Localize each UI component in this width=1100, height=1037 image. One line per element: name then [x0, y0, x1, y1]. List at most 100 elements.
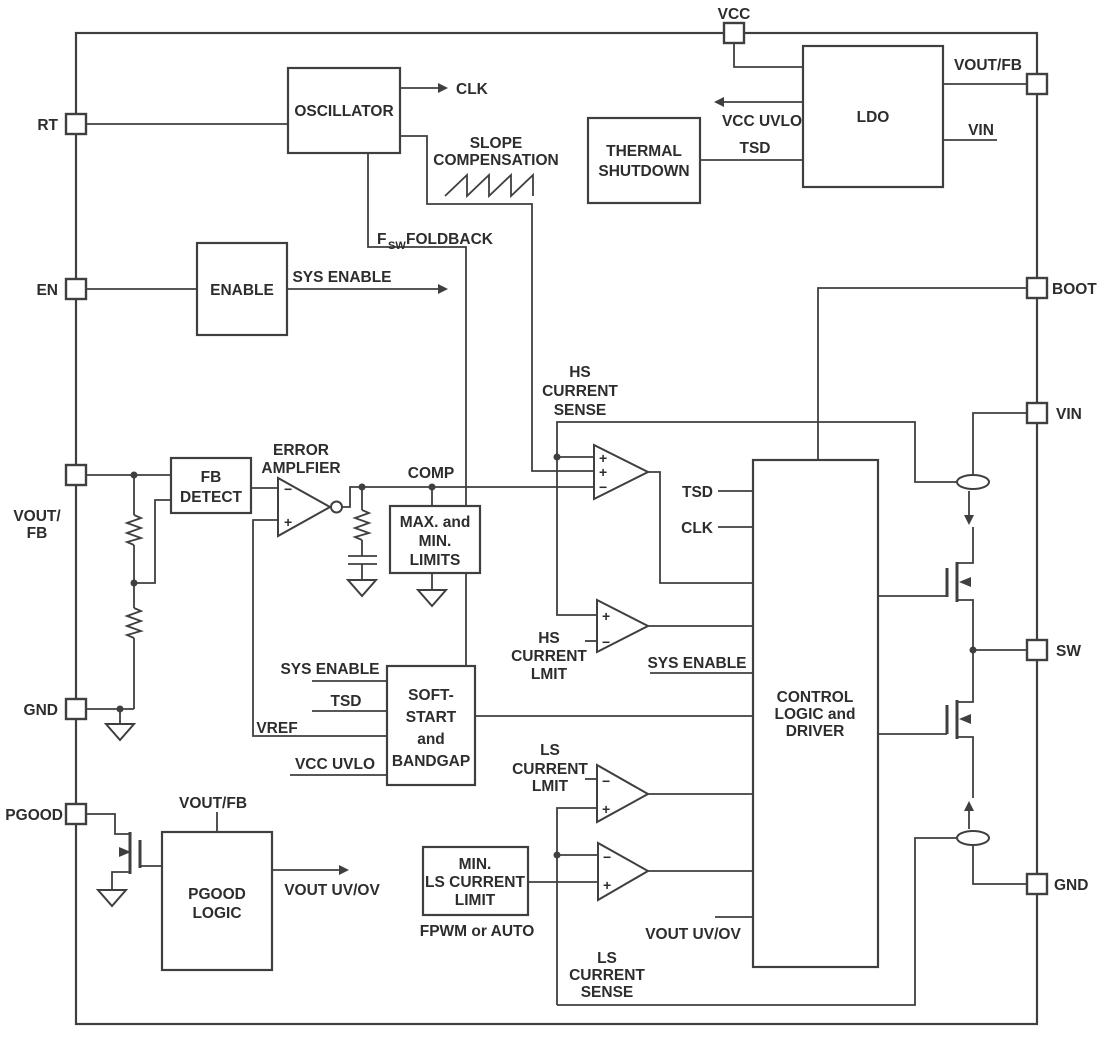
hs-current-sense-label: HS: [569, 364, 591, 381]
hs-current-limit-label: HS: [538, 630, 560, 647]
clk-arrow-icon: [438, 83, 448, 93]
block-soft-start-bandgap: [385, 664, 477, 787]
wire-pgood-drain: [86, 813, 129, 835]
thermal-shutdown-label: SHUTDOWN: [598, 163, 689, 180]
ground-icon-pgood: [95, 889, 129, 908]
fsw-foldback-rest: FOLDBACK: [406, 231, 494, 248]
pin-en-label: EN: [36, 282, 58, 299]
ls-limit-plus: +: [602, 801, 610, 817]
comp-label: COMP: [408, 465, 455, 482]
ls-current-arrow-icon: [964, 801, 974, 811]
ground-icon-fb-divider: [103, 723, 137, 742]
hs-sense-plus2: +: [599, 464, 607, 480]
block-fb-detect: [169, 456, 253, 515]
hs-limit-plus: +: [602, 608, 610, 624]
wire-ls-fet-drain: [957, 650, 974, 703]
pin-gnd-right: [1025, 872, 1049, 896]
fsw-foldback-sub: SW: [388, 240, 406, 252]
hs-sense-plus1: +: [599, 450, 607, 466]
ground-symbols: [95, 579, 449, 908]
wire-vref: [252, 519, 387, 737]
vout-uvov-pgood-label: VOUT UV/OV: [284, 882, 380, 899]
block-enable: [195, 241, 289, 337]
pgood-logic-label: LOGIC: [192, 905, 241, 922]
resistors: [124, 509, 372, 639]
block-pgood-logic: [160, 830, 274, 972]
wire-pgood-source: [111, 871, 129, 890]
pin-boot-label: BOOT: [1052, 281, 1097, 298]
pin-gnd-left-label: GND: [24, 702, 58, 719]
error-amp-plus: +: [284, 514, 292, 530]
wire-hs-sense-to-limit: [556, 457, 597, 616]
vcc-uvlo-arrow-icon: [714, 97, 724, 107]
hs-current-limit-label: CURRENT: [511, 648, 587, 665]
junction: [553, 851, 561, 859]
hs-sense-comparator: + + −: [593, 443, 651, 501]
soft-start-label: BANDGAP: [392, 753, 470, 770]
control-logic-label: DRIVER: [786, 723, 845, 740]
vin-ldo-label: VIN: [968, 122, 994, 139]
error-amp-minus: −: [284, 481, 292, 497]
pin-voutfb-left: [64, 463, 88, 487]
ldo-label: LDO: [857, 109, 890, 126]
ls-current-limit-label: LS: [540, 742, 560, 759]
ls-limit-comparator-triangle: [596, 763, 651, 824]
ls-current-sense-label: SENSE: [581, 984, 634, 1001]
min-ls-limit-label: LS CURRENT: [425, 874, 525, 891]
junction: [553, 453, 561, 461]
hs-limit-comparator: + −: [596, 598, 651, 654]
hs-mosfet: [945, 562, 971, 602]
wire-comp-line: [341, 486, 594, 508]
resistor-fb-top: [124, 514, 144, 546]
slope-comp-label: SLOPE: [470, 135, 523, 152]
wire-hs-sense-comp-out: [648, 471, 753, 584]
ls-limit-comparator: − +: [596, 763, 651, 824]
soft-start-label: and: [417, 731, 445, 748]
vout-uvov-arrow-icon: [339, 865, 349, 875]
min-ls-minus: −: [603, 849, 611, 865]
oscillator-label: OSCILLATOR: [294, 103, 393, 120]
hs-current-limit-label: LMIT: [531, 666, 568, 683]
pin-voutfb-right-label: VOUT/FB: [954, 57, 1022, 74]
pin-vcc-label: VCC: [718, 6, 751, 23]
resistor-comp: [352, 509, 372, 541]
block-ldo: [801, 44, 945, 189]
junction: [130, 579, 138, 587]
ground-icon-maxmin: [415, 589, 449, 608]
max-min-limits-label: MAX. and: [400, 514, 471, 531]
junction: [428, 483, 436, 491]
wire-gnd-power: [972, 846, 1027, 885]
pin-pgood: [64, 802, 88, 826]
ic-boundary: [74, 31, 1039, 1026]
pin-rt: [64, 112, 88, 136]
sys-enable-ss-label: SYS ENABLE: [280, 661, 379, 678]
vcc-uvlo-ss-label: VCC UVLO: [295, 756, 375, 773]
wire-ls-limit-in: [556, 807, 597, 1005]
pin-voutfb-left-label: FB: [27, 525, 48, 542]
hs-mosfet-arrow-icon: [959, 577, 971, 587]
wire-hs-fet-drain: [957, 527, 974, 564]
ls-current-limit-label: LMIT: [532, 778, 569, 795]
sys-enable-arrow-icon: [438, 284, 448, 294]
max-min-limits-label: MIN.: [419, 533, 452, 550]
soft-start-label: SOFT-: [408, 687, 454, 704]
ls-current-sense-element: [956, 830, 990, 846]
tsd-ctrl-label: TSD: [682, 484, 713, 501]
wire-fb-tap: [134, 499, 171, 584]
pgood-mosfet: [119, 832, 142, 874]
wire-hs-fet-source: [957, 599, 974, 650]
min-ls-limit-label: LIMIT: [455, 892, 496, 909]
tsd-ldo-label: TSD: [740, 140, 771, 157]
pin-voutfb-right: [1025, 72, 1049, 96]
pin-voutfb-left-label: VOUT/: [13, 508, 61, 525]
pin-gnd-right-label: GND: [1054, 877, 1088, 894]
control-logic-label: CONTROL: [777, 689, 854, 706]
ls-mosfet: [945, 700, 971, 739]
wire-ls-sense: [557, 837, 957, 1006]
pgood-logic-label: PGOOD: [188, 886, 246, 903]
junction-dots: [116, 453, 977, 859]
hs-current-sense-label: CURRENT: [542, 383, 618, 400]
arrowheads: [339, 83, 974, 875]
